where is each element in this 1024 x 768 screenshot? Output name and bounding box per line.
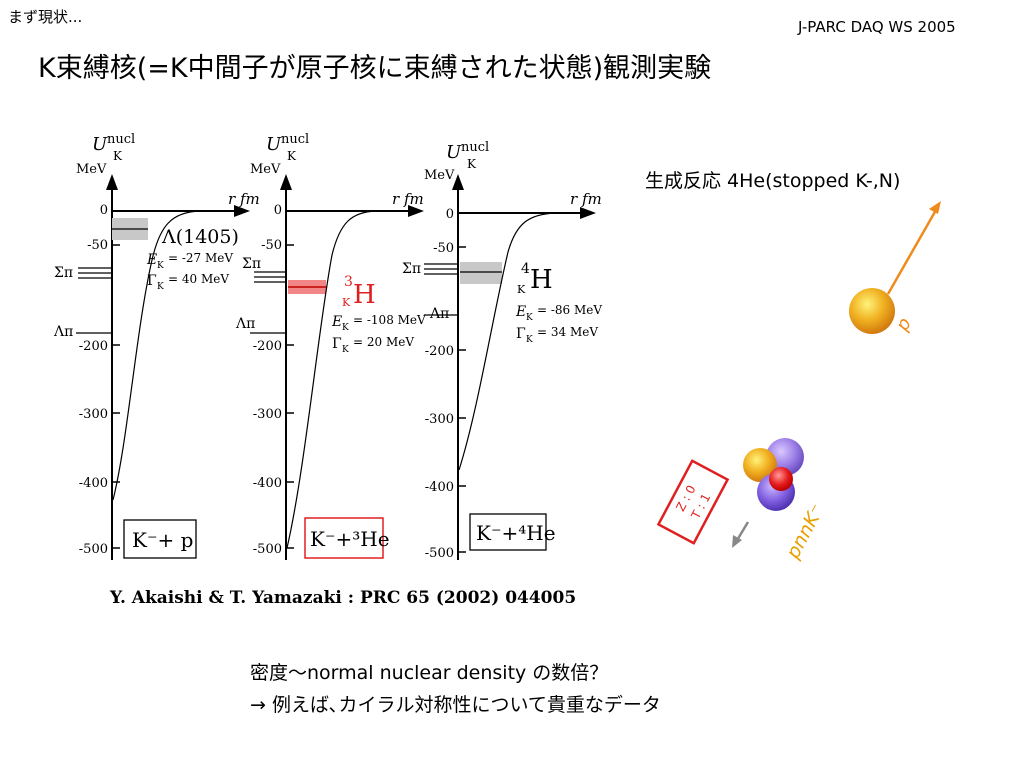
state-subscript: K <box>517 283 526 296</box>
bound-state-band <box>460 262 502 284</box>
panel-k-p: U nucl K MeV r fm 0 -50 -200 -300 -400 -… <box>53 132 260 560</box>
cluster-label: pnnK⁻ <box>782 500 829 563</box>
state-label: Λ(1405) <box>161 226 239 248</box>
threshold-lambda-pi: Λπ <box>429 306 449 322</box>
energy-value: = -86 MeV <box>537 303 602 317</box>
reaction-illustration: p Z : 0 T : 1 pnnK⁻ <box>656 201 941 563</box>
tick-label: -500 <box>253 542 282 557</box>
state-mass-number: 3 <box>344 274 353 290</box>
density-note: 密度〜normal nuclear density の数倍？ <box>250 662 609 684</box>
tick-label: -300 <box>425 412 454 427</box>
system-box <box>123 519 197 559</box>
system-label: K⁻+ p <box>132 528 193 552</box>
energy-symbol: E <box>331 314 342 330</box>
quantum-number-box: Z : 0 T : 1 <box>656 459 730 545</box>
unit-label: MeV <box>424 168 455 183</box>
potential-axis-sup: nucl <box>107 132 135 147</box>
state-symbol: H <box>353 280 376 310</box>
tick-label: -500 <box>425 546 454 561</box>
unit-label: MeV <box>250 162 281 177</box>
potential-axis-sup: nucl <box>461 140 489 155</box>
arrowhead-icon <box>929 201 941 214</box>
event-label: J-PARC DAQ WS 2005 <box>798 18 956 36</box>
energy-value: = -27 MeV <box>168 251 233 265</box>
arrowhead-icon <box>732 535 742 548</box>
energy-sub: K <box>526 313 533 323</box>
energy-symbol: E <box>515 304 526 320</box>
state-symbol: H <box>530 265 553 295</box>
system-label: K⁻+³He <box>310 527 390 551</box>
tick-label: -300 <box>79 407 108 422</box>
radius-label: r fm <box>392 190 424 208</box>
energy-value: = -108 MeV <box>353 313 426 327</box>
width-sub: K <box>342 345 349 355</box>
potential-axis-symbol: U <box>92 134 108 155</box>
chiral-symmetry-note: → 例えば､カイラル対称性について貴重なデータ <box>250 694 661 716</box>
width-sub: K <box>157 282 164 292</box>
kaon-ball <box>769 467 793 491</box>
state-subscript: K <box>342 296 351 309</box>
slide-title: K束縛核(=K中間子が原子核に束縛された状態)観測実験 <box>38 53 712 84</box>
potential-axis-symbol: U <box>446 142 462 163</box>
potential-axis-sub: K <box>467 157 477 171</box>
potential-curve <box>458 212 592 471</box>
potential-axis-sub: K <box>287 149 297 163</box>
corner-note: まず現状... <box>8 8 83 26</box>
width-value: = 20 MeV <box>353 335 414 349</box>
tick-label: 0 <box>100 203 108 218</box>
panel-k-4he: U nucl K MeV r fm 0 -50 -200 -300 -400 -… <box>402 140 602 561</box>
potential-curve <box>112 210 246 501</box>
unit-label: MeV <box>76 162 107 177</box>
width-symbol: Γ <box>147 273 157 289</box>
tick-label: -400 <box>425 480 454 495</box>
system-box <box>304 517 384 559</box>
tick-label: 0 <box>446 207 454 222</box>
system-box <box>469 513 547 551</box>
tick-label: -50 <box>87 238 108 253</box>
tick-label: -200 <box>253 339 282 354</box>
proton-ball <box>743 448 777 482</box>
threshold-lambda-pi: Λπ <box>235 316 255 332</box>
tick-label: -200 <box>425 344 454 359</box>
proton-ball <box>849 288 895 334</box>
reaction-label: 生成反応 4He(stopped K-,N) <box>645 170 901 192</box>
potential-axis-sub: K <box>113 149 123 163</box>
threshold-sigma-pi: Σπ <box>242 256 261 272</box>
threshold-sigma-pi: Σπ <box>54 265 73 281</box>
reference-citation: Y. Akaishi & T. Yamazaki : PRC 65 (2002)… <box>110 588 577 608</box>
panel-k-3he: U nucl K MeV r fm 0 -50 -200 -300 -400 -… <box>235 132 426 560</box>
tick-label: -50 <box>433 241 454 256</box>
tick-label: -200 <box>79 339 108 354</box>
energy-sub: K <box>342 323 349 333</box>
system-label: K⁻+⁴He <box>476 521 556 545</box>
radius-label: r fm <box>570 190 602 208</box>
radius-label: r fm <box>228 190 260 208</box>
tick-label: -400 <box>79 476 108 491</box>
potential-axis-symbol: U <box>266 134 282 155</box>
width-sub: K <box>526 335 533 345</box>
threshold-lambda-pi: Λπ <box>53 324 73 340</box>
width-value: = 40 MeV <box>168 272 229 286</box>
tick-label: -300 <box>253 407 282 422</box>
tick-label: 0 <box>274 203 282 218</box>
width-symbol: Γ <box>332 336 342 352</box>
energy-symbol: E <box>146 252 157 268</box>
proton-label: p <box>891 314 915 335</box>
tick-label: -50 <box>261 238 282 253</box>
tick-label: -400 <box>253 476 282 491</box>
tick-label: -500 <box>79 542 108 557</box>
width-symbol: Γ <box>516 326 526 342</box>
potential-axis-sup: nucl <box>281 132 309 147</box>
threshold-sigma-pi: Σπ <box>402 261 421 277</box>
proton-trajectory <box>886 209 938 295</box>
state-mass-number: 4 <box>521 261 530 277</box>
potential-curve <box>286 210 420 549</box>
width-value: = 34 MeV <box>537 325 598 339</box>
energy-sub: K <box>157 261 164 271</box>
